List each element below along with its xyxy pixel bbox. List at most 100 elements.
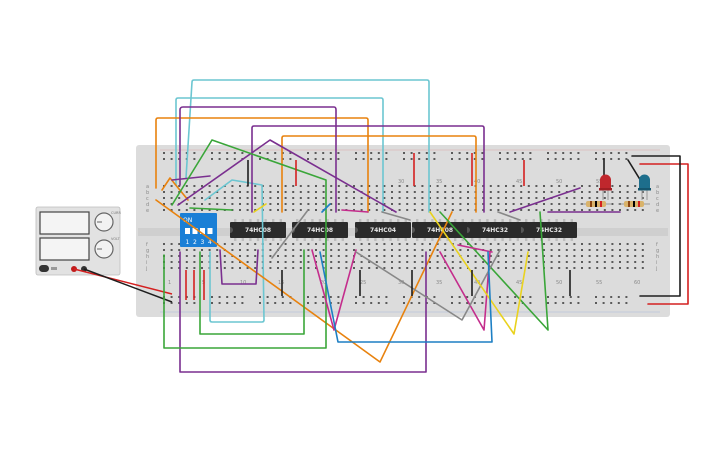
red-led[interactable]	[599, 174, 612, 201]
column-number: 30	[398, 280, 404, 286]
column-number: 60	[634, 280, 640, 286]
dip-toggle-3[interactable]	[200, 224, 205, 234]
ic-chip-label: 74HC08	[307, 227, 333, 234]
column-number: 50	[556, 179, 562, 185]
ic-chip-label: 74HC08	[245, 227, 271, 234]
ic-chip-2[interactable]: 74HC08	[292, 219, 348, 241]
column-number: 55	[596, 280, 602, 286]
psu-volt-label: VOLT	[111, 237, 121, 241]
resistor-2[interactable]	[618, 201, 650, 207]
ic-chip-label: 74HC32	[482, 227, 508, 234]
row-letter: c	[656, 196, 659, 202]
wire-orange-3[interactable]	[155, 199, 453, 363]
wire-purple-8[interactable]	[171, 175, 211, 181]
dip-position-label: 1	[186, 239, 190, 246]
row-letter: b	[146, 190, 149, 196]
dip-toggle-1[interactable]	[185, 224, 190, 234]
ic-chip-6[interactable]: 74HC32	[521, 219, 577, 241]
psu-display-bottom	[39, 237, 90, 261]
column-number: 15	[278, 280, 284, 286]
wire-magenta-1[interactable]	[311, 249, 357, 331]
column-number: 1	[168, 280, 171, 286]
psu-red-lead[interactable]	[73, 268, 173, 295]
wire-cyan-3[interactable]	[204, 179, 265, 323]
row-letter: j	[655, 266, 657, 272]
column-number: 40	[474, 179, 480, 185]
row-letter: f	[146, 242, 148, 248]
psu-voltage-knob[interactable]	[94, 239, 114, 259]
dip-position-label: 4	[208, 239, 212, 246]
resistor-1[interactable]	[580, 201, 612, 207]
column-number: 35	[436, 280, 442, 286]
wire-green-4[interactable]	[189, 207, 233, 211]
wire-yellow-2[interactable]	[253, 203, 267, 213]
row-letter: h	[146, 254, 149, 260]
dip-toggle-4[interactable]	[207, 224, 213, 234]
ic-chips: 74HC08 74HC08 74HC04 74HC08 74HC32 74HC32	[230, 219, 577, 241]
psu-current-knob[interactable]	[94, 212, 114, 232]
wire-blue-1[interactable]	[319, 251, 493, 343]
row-letter: f	[656, 242, 658, 248]
dip-position-label: 2	[193, 239, 197, 246]
wire-cyan-1[interactable]	[175, 97, 384, 213]
wire-purple-2[interactable]	[251, 125, 485, 213]
wire-green-1[interactable]	[163, 139, 327, 349]
row-letter: g	[146, 248, 149, 254]
column-number: 25	[360, 280, 366, 286]
row-letter: b	[656, 190, 659, 196]
wire-purple-6[interactable]	[509, 187, 581, 213]
wire-magenta-4[interactable]	[457, 244, 493, 253]
wire-black-rail[interactable]	[631, 155, 681, 297]
ic-chip-1[interactable]: 74HC08	[230, 219, 286, 241]
column-number: 50	[556, 280, 562, 286]
wire-cyan-2[interactable]	[185, 79, 430, 213]
column-number: 10	[240, 280, 246, 286]
row-letter: h	[656, 254, 659, 260]
column-numbers: 303540455055151015202530354045505560	[168, 179, 640, 286]
column-number: 45	[516, 280, 522, 286]
wire-blue-2[interactable]	[321, 203, 331, 213]
blue-led[interactable]	[638, 174, 651, 201]
wire-purple-1[interactable]	[179, 106, 337, 213]
wire-gray-1[interactable]	[271, 209, 309, 259]
wire-red-rail[interactable]	[639, 163, 689, 305]
wire-gray-3[interactable]	[381, 211, 411, 221]
column-number: 55	[596, 179, 602, 185]
wire-purple-4[interactable]	[179, 251, 427, 373]
row-letter: a	[656, 184, 659, 190]
power-rails	[160, 149, 660, 313]
column-number: 30	[398, 179, 404, 185]
wire-green-3[interactable]	[439, 211, 549, 331]
ic-chip-3[interactable]: 74HC04	[355, 219, 411, 241]
wire-magenta-3[interactable]	[341, 209, 369, 213]
row-letter: i	[656, 260, 657, 266]
row-letter: c	[146, 196, 149, 202]
wire-green-2[interactable]	[199, 249, 305, 335]
row-letter: i	[146, 260, 147, 266]
breadboard-holes	[163, 185, 644, 269]
power-supply[interactable]: CURR VOLT	[35, 206, 121, 276]
column-number: 20	[320, 280, 326, 286]
column-number: 35	[436, 179, 442, 185]
wire-orange-4[interactable]	[161, 177, 189, 201]
psu-curr-label: CURR	[111, 211, 121, 215]
wire-gray-4[interactable]	[497, 211, 521, 221]
wire-yellow-1[interactable]	[429, 211, 529, 335]
row-letter: j	[145, 266, 147, 272]
ic-chip-5[interactable]: 74HC32	[467, 219, 523, 241]
ic-chip-label: 74HC08	[427, 227, 453, 234]
wire-orange-2[interactable]	[281, 135, 477, 213]
psu-display-top	[39, 211, 90, 235]
wire-orange-1[interactable]	[155, 117, 369, 213]
row-letter: g	[656, 248, 659, 254]
wire-gray-2[interactable]	[355, 249, 501, 321]
psu-black-lead[interactable]	[83, 268, 173, 303]
wire-purple-5[interactable]	[219, 249, 259, 285]
dip-position-label: 3	[201, 239, 205, 246]
wire-purple-3[interactable]	[177, 139, 397, 213]
row-letter: e	[656, 208, 659, 214]
wire-magenta-2[interactable]	[439, 251, 491, 331]
psu-power-switch[interactable]	[39, 265, 49, 272]
